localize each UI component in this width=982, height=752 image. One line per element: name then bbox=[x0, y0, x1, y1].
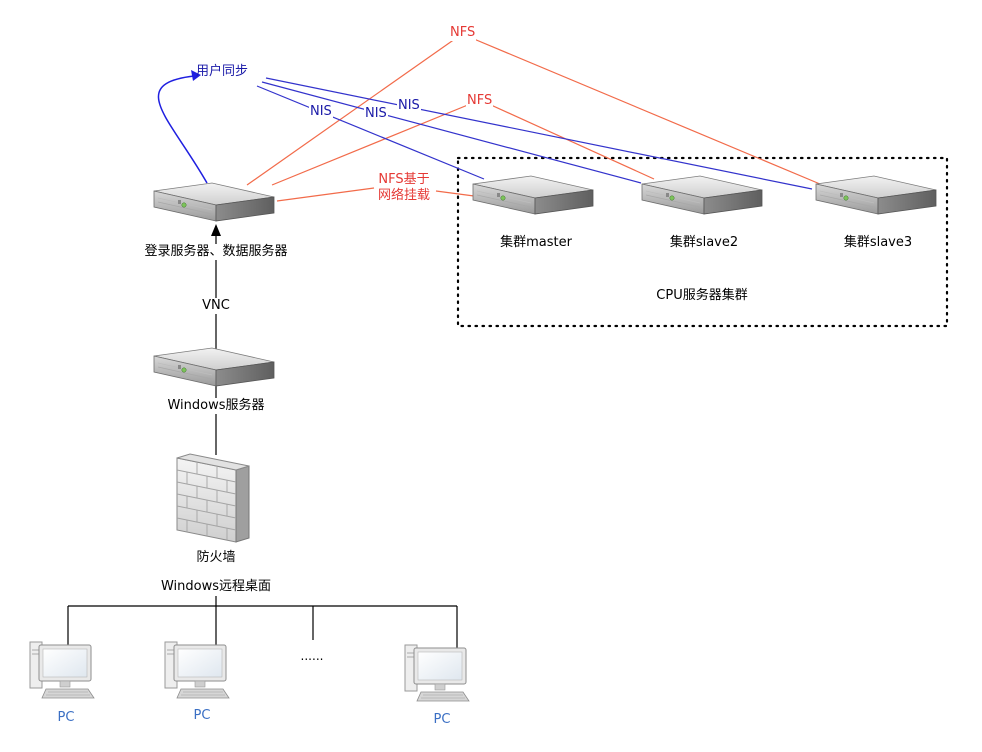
nis-links bbox=[256, 77, 813, 190]
nfs-mount-label: NFS基于 网络挂载 bbox=[376, 172, 432, 204]
firewall-label: 防火墙 bbox=[195, 550, 237, 566]
cluster-slave2-server-icon bbox=[641, 175, 763, 215]
nfs-line-top-to-slave3 bbox=[461, 33, 821, 185]
nfs-line-mount-to-login bbox=[276, 187, 375, 202]
cpu-cluster-boundary bbox=[456, 156, 949, 328]
pc-icon-3 bbox=[404, 644, 470, 702]
nis-line-to-slave3 bbox=[265, 77, 813, 190]
brick-firewall-icon bbox=[176, 453, 250, 543]
ellipsis-label: ...... bbox=[300, 649, 324, 663]
pc-label-1: PC bbox=[57, 710, 75, 725]
vnc-arrowhead bbox=[211, 224, 221, 236]
cluster-master-server-icon bbox=[472, 175, 594, 215]
user-sync-arrowhead bbox=[191, 70, 201, 81]
pc-label-3: PC bbox=[433, 712, 451, 727]
login-server-label: 登录服务器、数据服务器 bbox=[143, 244, 289, 260]
nis-line-to-master bbox=[256, 85, 485, 180]
pc-icon-1 bbox=[29, 641, 95, 699]
nfs-label-mid: NFS bbox=[466, 93, 494, 109]
user-sync-arrow bbox=[157, 75, 208, 184]
pc-label-2: PC bbox=[193, 708, 211, 723]
nis-label-2: NIS bbox=[364, 106, 388, 122]
pc-network-bus bbox=[67, 596, 458, 648]
windows-server-label: Windows服务器 bbox=[166, 398, 266, 414]
nfs-label-top: NFS bbox=[449, 25, 477, 41]
nis-line-to-slave2 bbox=[261, 81, 642, 184]
nfs-line-mount-to-master bbox=[435, 190, 475, 197]
user-sync-label: 用户同步 bbox=[195, 64, 249, 79]
cluster-slave3-label: 集群slave3 bbox=[843, 235, 913, 250]
vnc-label: VNC bbox=[201, 298, 231, 314]
cluster-master-label: 集群master bbox=[500, 235, 572, 250]
nis-label-1: NIS bbox=[309, 104, 333, 120]
cpu-cluster-label: CPU服务器集群 bbox=[656, 288, 748, 303]
cluster-slave2-label: 集群slave2 bbox=[669, 235, 739, 250]
cluster-slave3-server-icon bbox=[815, 175, 937, 215]
windows-server-icon bbox=[153, 347, 275, 387]
nis-label-3: NIS bbox=[397, 98, 421, 114]
remote-desktop-label: Windows远程桌面 bbox=[159, 579, 273, 595]
login-server-icon bbox=[153, 182, 275, 222]
nfs-links bbox=[246, 33, 821, 202]
pc-icon-2 bbox=[164, 641, 230, 699]
nfs-line-top-to-login bbox=[246, 33, 463, 186]
